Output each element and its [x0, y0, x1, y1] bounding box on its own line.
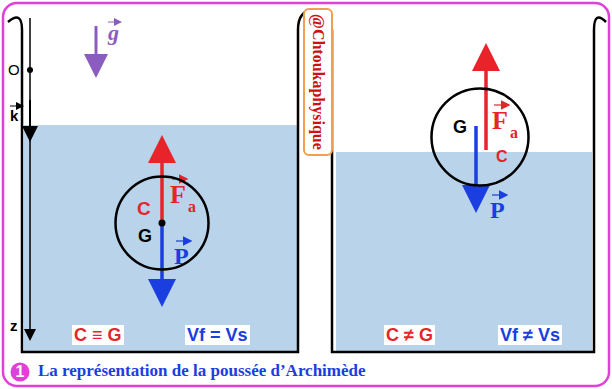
origin-dot — [27, 67, 33, 73]
force-label: F — [492, 108, 508, 134]
weight-vector — [474, 126, 478, 206]
axis-label: z — [10, 318, 18, 333]
point-label: C — [496, 149, 508, 165]
axis-vector-label: k — [10, 108, 18, 123]
frame — [3, 3, 609, 386]
weight-label: P — [490, 198, 505, 222]
watermark-box: @Chtoukaphysique — [303, 8, 333, 156]
vector-arrow — [494, 104, 508, 105]
equality-note: C ≡ G — [72, 325, 124, 345]
force-label: F — [170, 182, 186, 208]
point-label: G — [453, 118, 467, 136]
weight-vector — [160, 224, 164, 300]
sphere: CG — [114, 175, 210, 271]
origin-label: O — [8, 62, 20, 77]
gravity-vector — [95, 26, 98, 72]
point-label: G — [138, 227, 152, 245]
vector-arrow — [10, 106, 22, 107]
force-subscript: a — [188, 199, 196, 215]
volume-note: Vf ≠ Vs — [498, 325, 562, 345]
force-subscript: a — [510, 125, 518, 141]
number-badge: 1 — [9, 361, 31, 383]
caption: La représentation de la poussée d’Archim… — [38, 362, 366, 379]
vector-arrow — [176, 240, 190, 241]
water — [24, 125, 298, 352]
unit-vector — [29, 100, 31, 138]
gravity-label: g — [108, 22, 119, 44]
number-text: 1 — [16, 364, 25, 380]
weight-label: P — [174, 244, 189, 268]
z-axis — [29, 18, 31, 338]
watermark-text: @Chtoukaphysique — [305, 14, 331, 150]
point-label: C — [137, 199, 151, 218]
archimedes-force — [160, 142, 164, 222]
vector-arrow — [492, 194, 506, 195]
center-dot — [159, 220, 166, 227]
equality-note: C ≠ G — [384, 325, 435, 345]
volume-note: Vf = Vs — [185, 325, 250, 345]
archimedes-force — [484, 50, 488, 150]
